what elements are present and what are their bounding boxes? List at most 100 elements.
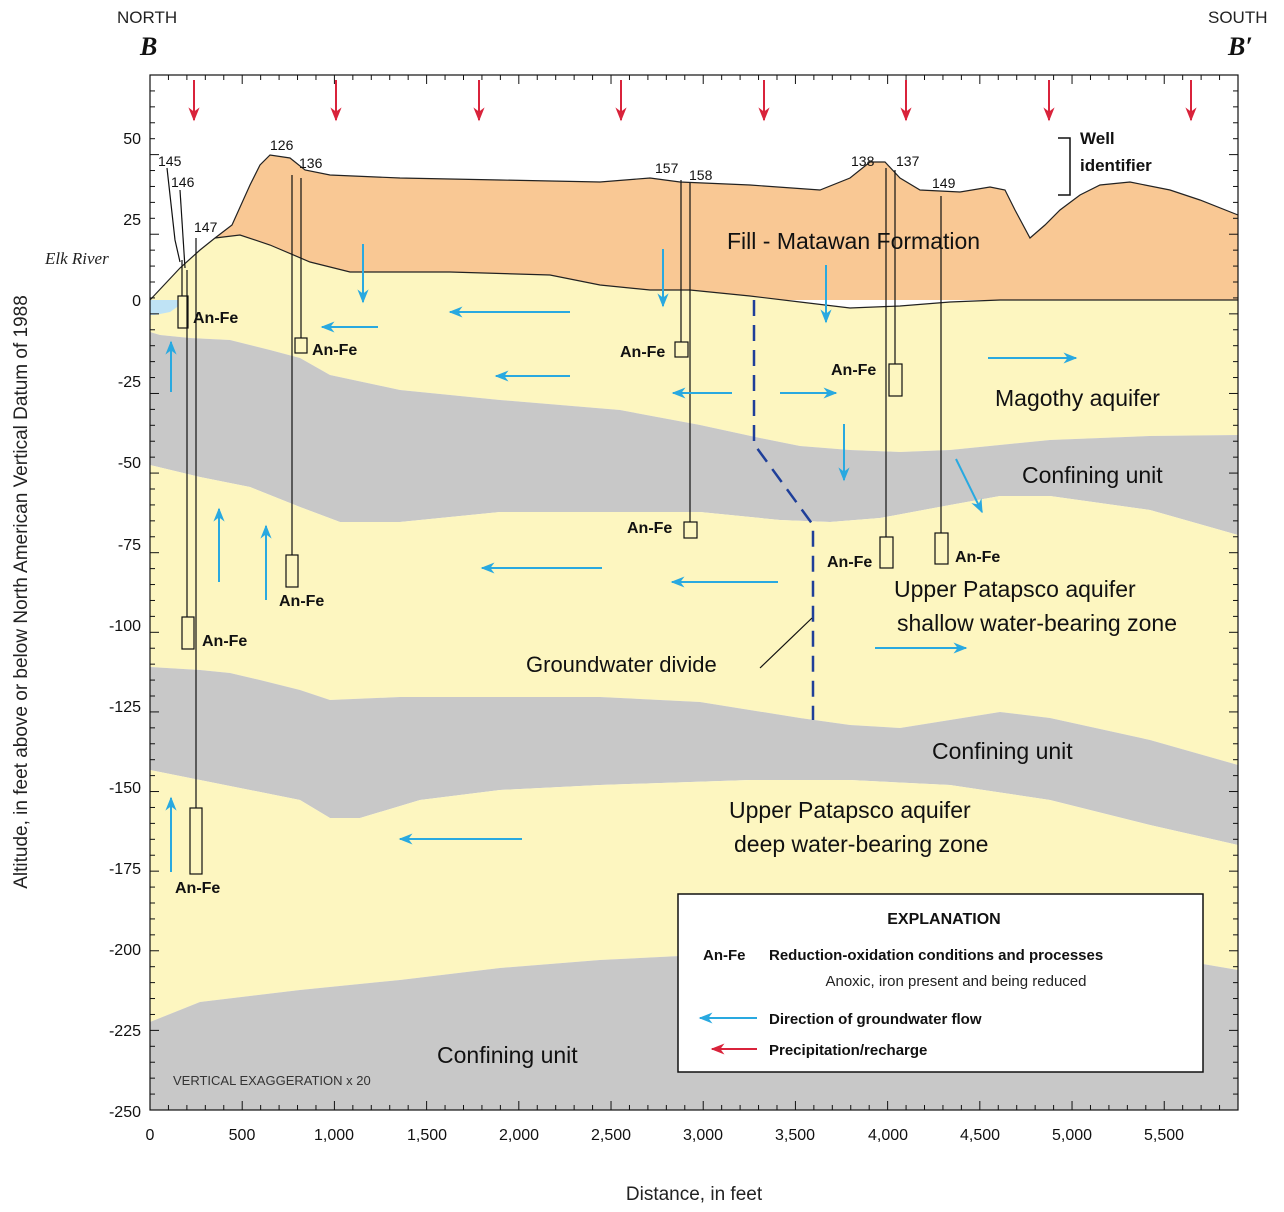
x-tick-label: 3,500 [775, 1127, 815, 1144]
well-145-screen [177, 295, 189, 329]
redox-label: An-Fe [312, 342, 357, 359]
confining-unit-2-label: Confining unit [932, 738, 1073, 764]
well-identifier-label: Well [1080, 129, 1115, 148]
explanation-recharge-label: Precipitation/recharge [769, 1042, 927, 1059]
y-axis-title: Altitude, in feet above or below North A… [11, 295, 32, 889]
plot-frame [149, 74, 1239, 1111]
redox-label: An-Fe [620, 344, 665, 361]
redox-labels: An-Fe An-Fe An-Fe An-Fe An-Fe An-Fe An-F… [175, 310, 1000, 897]
fill-matawan-label: Fill - Matawan Formation [727, 228, 980, 254]
upper-patapsco-shallow-label-2: shallow water-bearing zone [897, 610, 1177, 636]
well-id-label: 149 [932, 175, 956, 191]
y-axis-labels: 50 25 0 -25 -50 -75 -100 -125 -150 -175 … [109, 131, 141, 1121]
x-axis-title: Distance, in feet [626, 1184, 763, 1205]
well-id-label: 146 [171, 174, 195, 190]
well-id-label: 145 [158, 153, 182, 169]
explanation-frame [677, 893, 1204, 1073]
well-id-label: 136 [299, 155, 323, 171]
confining-unit-2 [150, 667, 1238, 845]
confining-unit-1-label: Confining unit [1022, 462, 1163, 488]
confining-unit-3-label: Confining unit [437, 1042, 578, 1068]
elk-river-label: Elk River [44, 249, 109, 268]
explanation-title: EXPLANATION [887, 911, 1000, 928]
section-end-label: B′ [1228, 32, 1253, 61]
well-id-label: 147 [194, 219, 218, 235]
well-id-label: 137 [896, 153, 920, 169]
y-tick-label: -175 [109, 861, 141, 878]
well-id-label: 158 [689, 167, 713, 183]
well-138-screen [879, 536, 894, 569]
well-identifier-label: identifier [1080, 156, 1152, 175]
well-146-leader [179, 189, 186, 269]
y-tick-label: 25 [123, 212, 141, 229]
y-tick-label: -200 [109, 942, 141, 959]
redox-label: An-Fe [955, 549, 1000, 566]
x-axis-labels: 0 500 1,000 1,500 2,000 2,500 3,000 3,50… [146, 1127, 1185, 1144]
well-145-leader [166, 167, 181, 263]
magothy-aquifer-layer [150, 235, 1238, 452]
well-146-screen [181, 616, 195, 650]
x-tick-label: 2,000 [499, 1127, 539, 1144]
redox-label: An-Fe [193, 310, 238, 327]
south-label: SOUTH [1208, 8, 1268, 27]
x-tick-label: 3,000 [683, 1127, 723, 1144]
y-tick-label: -125 [109, 699, 141, 716]
well-126-screen [285, 554, 299, 588]
well-id-label: 126 [270, 137, 294, 153]
well-id-label: 157 [655, 160, 679, 176]
x-tick-label: 5,500 [1144, 1127, 1184, 1144]
redox-label: An-Fe [627, 520, 672, 537]
well-id-labels: 145 146 147 126 136 157 158 138 137 149 [158, 137, 956, 235]
confining-unit-1 [150, 332, 1238, 535]
well-147-screen [189, 807, 203, 875]
upper-patapsco-shallow-label: Upper Patapsco aquifer [894, 576, 1136, 602]
well-137-screen [888, 363, 903, 397]
x-tick-label: 2,500 [591, 1127, 631, 1144]
upper-patapsco-deep-label-2: deep water-bearing zone [734, 831, 988, 857]
explanation-code: An-Fe [703, 947, 746, 964]
north-label: NORTH [117, 8, 178, 27]
redox-label: An-Fe [175, 880, 220, 897]
y-tick-label: -50 [118, 455, 141, 472]
redox-label: An-Fe [827, 554, 872, 571]
redox-label: An-Fe [831, 362, 876, 379]
section-start-label: B [140, 32, 158, 61]
vertical-exaggeration-note: VERTICAL EXAGGERATION x 20 [173, 1073, 371, 1088]
well-identifier-bracket [1058, 137, 1071, 196]
geologic-layers [149, 154, 1239, 1110]
redox-label: An-Fe [202, 633, 247, 650]
flow-arrows [165, 244, 1078, 872]
x-tick-label: 4,000 [868, 1127, 908, 1144]
elk-river-water [150, 300, 182, 315]
x-tick-label: 4,500 [960, 1127, 1000, 1144]
well-136-screen [294, 337, 308, 354]
upper-patapsco-shallow-layer [150, 465, 1238, 765]
x-tick-label: 500 [229, 1127, 256, 1144]
y-tick-label: -25 [118, 374, 141, 391]
explanation-redox-desc: Anoxic, iron present and being reduced [825, 973, 1086, 990]
y-tick-label: -100 [109, 618, 141, 635]
well-id-label: 138 [851, 153, 875, 169]
y-tick-label: -225 [109, 1023, 141, 1040]
y-tick-label: -250 [109, 1104, 141, 1121]
explanation-flow-label: Direction of groundwater flow [769, 1011, 982, 1028]
groundwater-divide-leader [759, 617, 813, 669]
magothy-aquifer-label: Magothy aquifer [995, 385, 1160, 411]
x-tick-label: 0 [146, 1127, 155, 1144]
y-tick-label: 50 [123, 131, 141, 148]
flow-arrow [955, 458, 983, 514]
y-tick-label: 0 [132, 293, 141, 310]
well-157-screen [674, 341, 689, 358]
well-158-screen [683, 521, 698, 539]
axis-ticks [149, 74, 1239, 1111]
well-149-screen [934, 532, 949, 565]
wells [166, 167, 949, 875]
x-tick-label: 5,000 [1052, 1127, 1092, 1144]
y-tick-label: -75 [118, 537, 141, 554]
upper-patapsco-deep-label: Upper Patapsco aquifer [729, 797, 971, 823]
x-tick-label: 1,500 [407, 1127, 447, 1144]
explanation-redox-heading: Reduction-oxidation conditions and proce… [769, 947, 1103, 964]
explanation-box: EXPLANATION An-Fe Reduction-oxidation co… [677, 893, 1204, 1073]
y-tick-label: -150 [109, 780, 141, 797]
